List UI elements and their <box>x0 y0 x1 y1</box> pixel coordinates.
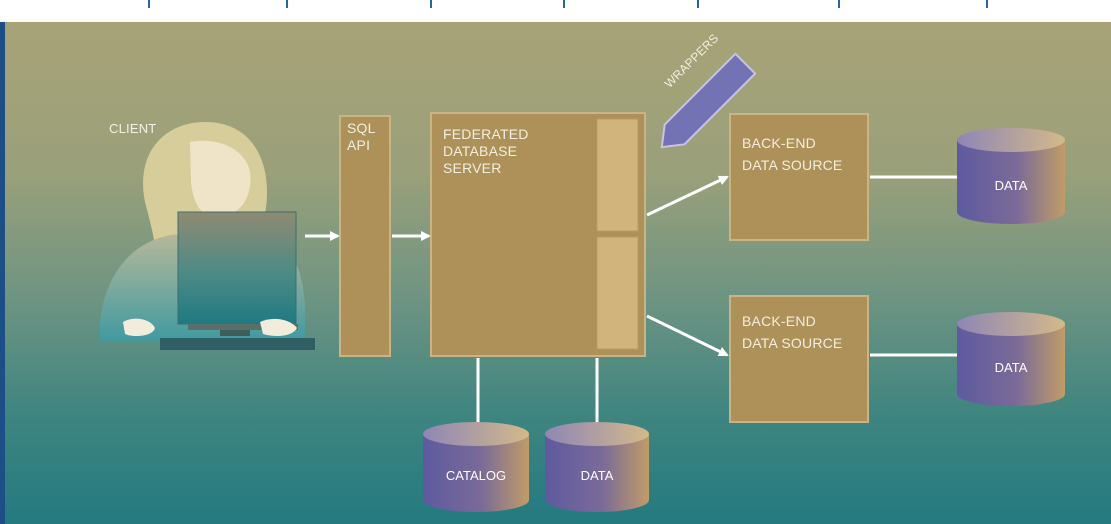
border-tick <box>148 0 150 8</box>
border-tick <box>838 0 840 8</box>
cylinder-data-right-1 <box>957 128 1065 224</box>
sql-api-label: SQL API <box>347 120 376 153</box>
backend-1-label: BACK-END DATA SOURCE <box>742 135 843 173</box>
cylinder-data-right-2 <box>957 312 1065 406</box>
client-person-illustration <box>100 122 315 350</box>
wrapper-slot-bottom <box>596 236 639 350</box>
data-right-1-label: DATA <box>994 178 1028 193</box>
top-border <box>0 0 1111 22</box>
diagram-panel: CLIENT SQL API FEDERATED DATABASE SERVER… <box>5 22 1111 524</box>
cylinder-data-bottom <box>545 422 649 512</box>
wrapper-slot-top <box>596 118 639 232</box>
federated-server-label: FEDERATED DATABASE SERVER <box>443 126 529 176</box>
catalog-label: CATALOG <box>445 468 507 483</box>
wrappers-arrow <box>660 52 757 149</box>
border-tick <box>986 0 988 8</box>
border-tick <box>697 0 699 8</box>
backend-2-label: BACK-END DATA SOURCE <box>742 313 843 351</box>
data-bottom-label: DATA <box>580 468 614 483</box>
border-tick <box>563 0 565 8</box>
arrow-server-to-backend-2 <box>646 314 729 357</box>
left-border <box>0 22 5 524</box>
sql-api-box <box>339 115 391 357</box>
backend-box-1 <box>729 113 869 241</box>
border-tick <box>286 0 288 8</box>
diagram-graphics <box>100 52 1065 512</box>
backend-box-2 <box>729 295 869 423</box>
data-right-2-label: DATA <box>994 360 1028 375</box>
border-tick <box>430 0 432 8</box>
client-label: CLIENT <box>109 121 157 136</box>
arrow-server-to-backend-1 <box>646 175 729 217</box>
cylinder-catalog <box>423 422 529 512</box>
